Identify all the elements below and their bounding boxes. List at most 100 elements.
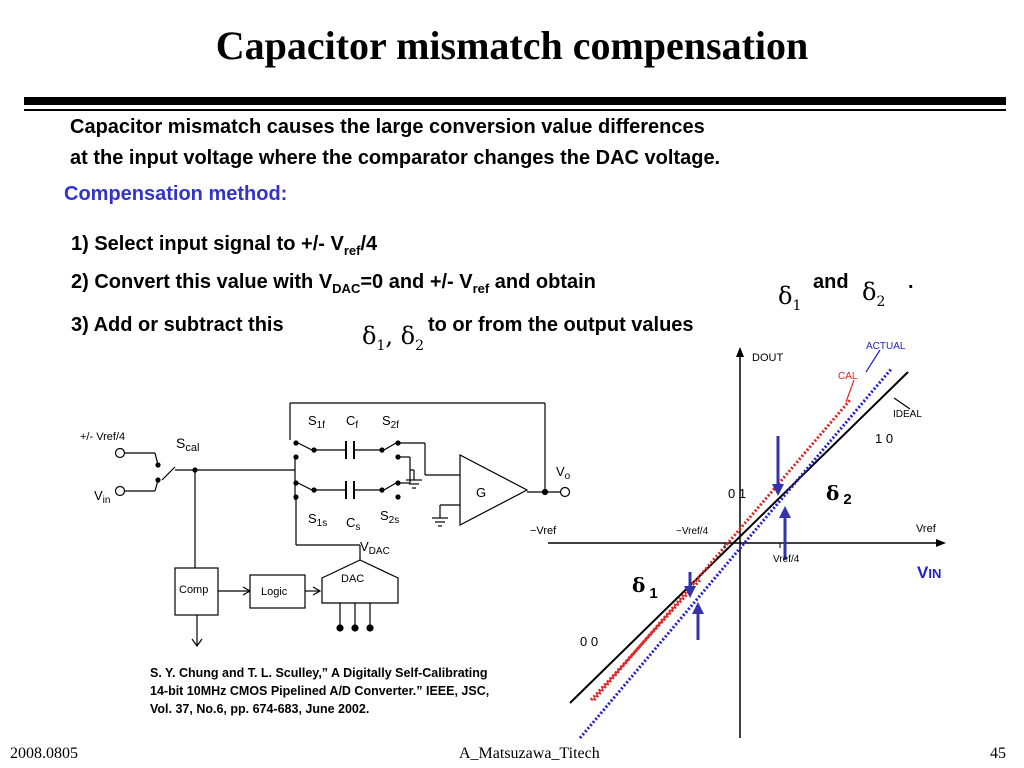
footer-author: A_Matsuzawa_Titech xyxy=(459,745,600,762)
wire xyxy=(154,452,159,466)
arrow-down-icon xyxy=(772,484,784,496)
step-3-deltas: δ1, δ2 xyxy=(362,322,424,354)
vin-label: Vin xyxy=(94,488,110,506)
dac-block xyxy=(321,559,399,604)
s2s-contact xyxy=(395,494,401,500)
vref4-label-graph: Vref/4 xyxy=(773,554,800,565)
step-3-text-a: 3) Add or subtract this xyxy=(71,314,284,336)
citation: S. Y. Chung and T. L. Sculley,” A Digita… xyxy=(150,666,490,716)
footer-date: 2008.0805 xyxy=(10,745,78,762)
title-rule-thick xyxy=(24,97,1006,105)
step-1-sub: ref xyxy=(343,243,361,258)
s1s-label: S1s xyxy=(308,511,327,529)
s1f-label: S1f xyxy=(308,413,325,431)
vref4-label: +/- Vref/4 xyxy=(80,431,125,443)
s2f-contact xyxy=(395,454,401,460)
s2s-pivot xyxy=(379,487,385,493)
footer-page: 45 xyxy=(990,745,1006,762)
intro-line-1: Capacitor mismatch causes the large conv… xyxy=(70,116,705,138)
dac-bit-dot xyxy=(366,624,374,632)
comp-label: Comp xyxy=(179,584,208,596)
scal-label: Scal xyxy=(176,435,199,454)
vin-axis-label: VIN xyxy=(917,563,941,582)
s2f-pivot xyxy=(379,447,385,453)
logic-label: Logic xyxy=(261,586,288,598)
title-rule-thin xyxy=(24,109,1006,111)
ideal-pointer xyxy=(893,397,911,410)
cal-line-upper xyxy=(592,399,852,701)
arrow-down-icon xyxy=(191,638,203,648)
actual-pointer xyxy=(865,349,881,373)
arrow-up-icon xyxy=(779,506,791,518)
step-1-text: 1) Select input signal to +/- V xyxy=(71,233,344,255)
dac-bit-dot xyxy=(336,624,344,632)
vo-terminal xyxy=(559,486,571,498)
transfer-graph: DOUT VIN −Vref −Vref/4 Vref Vref/4 1 0 0… xyxy=(530,341,946,739)
ideal-label: IDEAL xyxy=(893,409,922,420)
wire xyxy=(154,479,159,492)
step-2-text-a: 2) Convert this value with V xyxy=(71,271,333,293)
intro-line-2: at the input voltage where the comparato… xyxy=(70,147,721,169)
s2s-contact xyxy=(395,480,401,486)
delta-symbol: δ xyxy=(362,322,377,350)
step-2-delta-2: δ2 xyxy=(862,278,885,310)
ideal-line xyxy=(569,371,909,704)
delta-index: 2 xyxy=(415,337,425,354)
s1s-contact xyxy=(293,480,299,486)
circuit-labels: +/- Vref/4 Vin Scal S1f Cf S2f S1s Cs S2… xyxy=(80,413,571,598)
code-10-label: 1 0 xyxy=(875,431,893,446)
actual-label: ACTUAL xyxy=(866,341,906,352)
vo-label: Vo xyxy=(556,464,571,482)
step-2-text-c: and obtain xyxy=(489,271,596,293)
step-2: 2) Convert this value with VDAC=0 and +/… xyxy=(71,271,596,296)
comparator-block xyxy=(174,567,219,616)
code-00-label: 0 0 xyxy=(580,634,598,649)
amp-label: G xyxy=(476,485,486,500)
method-heading: Compensation method: xyxy=(64,183,288,205)
amplifier xyxy=(459,454,529,526)
step-1-end: /4 xyxy=(360,233,378,255)
scal-blade xyxy=(161,466,176,481)
actual-line xyxy=(578,367,894,739)
dac-label: DAC xyxy=(341,573,364,585)
delta-index: 1 xyxy=(792,297,802,314)
circuit-diagram xyxy=(114,402,571,648)
s1f-pivot xyxy=(311,447,317,453)
y-axis-arrow xyxy=(736,347,744,357)
arrow-down-icon xyxy=(684,586,696,598)
s1f-contact xyxy=(293,454,299,460)
cal-pointer xyxy=(845,379,855,403)
vref-label: Vref xyxy=(916,523,937,535)
s2s-label: S2s xyxy=(380,508,399,526)
dac-bit-dot xyxy=(351,624,359,632)
comma: , xyxy=(385,322,394,350)
s2f-blade xyxy=(383,442,397,451)
s1s-contact xyxy=(293,494,299,500)
neg-vref4-label: −Vref/4 xyxy=(676,526,709,537)
arrow-right-icon xyxy=(312,586,322,596)
step-2-end: . xyxy=(908,271,914,293)
s2f-label: S2f xyxy=(382,413,399,431)
delta-index: 2 xyxy=(876,293,886,310)
step-2-sub-dac: DAC xyxy=(332,281,361,296)
s2s-blade xyxy=(383,482,397,491)
delta-index: 1 xyxy=(376,337,386,354)
dout-label: DOUT xyxy=(752,352,783,364)
logic-block xyxy=(249,574,306,609)
slide-title: Capacitor mismatch compensation xyxy=(215,23,809,68)
delta-symbol: δ xyxy=(862,278,877,306)
s1s-blade xyxy=(297,482,313,491)
cf-label: Cf xyxy=(346,413,358,431)
step-3-text-b: to or from the output values xyxy=(428,314,694,336)
s1f-blade xyxy=(297,442,313,451)
cs-label: Cs xyxy=(346,515,360,533)
s1f-contact xyxy=(293,440,299,446)
delta-symbol: δ xyxy=(400,322,416,350)
neg-vref-label: −Vref xyxy=(530,525,557,537)
intro-text: Capacitor mismatch causes the large conv… xyxy=(70,112,720,174)
code-01-label: 0 1 xyxy=(728,486,746,501)
s2f-contact xyxy=(395,440,401,446)
